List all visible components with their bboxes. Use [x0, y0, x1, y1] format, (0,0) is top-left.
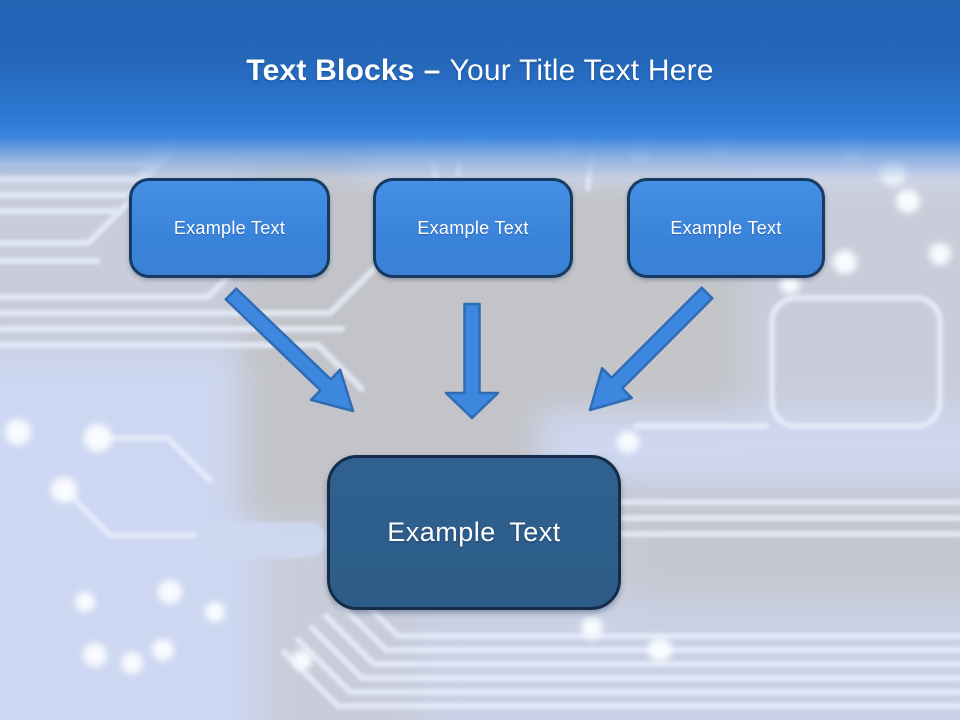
summary-block-label: Example Text	[387, 517, 561, 547]
text-block-3: Example Text	[627, 178, 825, 278]
title-bar: Text Blocks–Your Title Text Here	[0, 0, 960, 195]
text-block-3-label: Example Text	[670, 217, 782, 238]
page-title: Text Blocks–Your Title Text Here	[0, 54, 960, 88]
summary-block: Example Text	[327, 455, 621, 610]
slide-title-bold: Text Blocks	[246, 54, 415, 87]
text-block-1: Example Text	[129, 178, 330, 278]
slide-title-dash: –	[423, 54, 441, 87]
text-block-1-label: Example Text	[173, 217, 286, 238]
text-block-2-label: Example Text	[417, 217, 529, 238]
slide-title-regular: Your Title Text Here	[449, 54, 714, 87]
text-block-2: Example Text	[373, 178, 573, 278]
